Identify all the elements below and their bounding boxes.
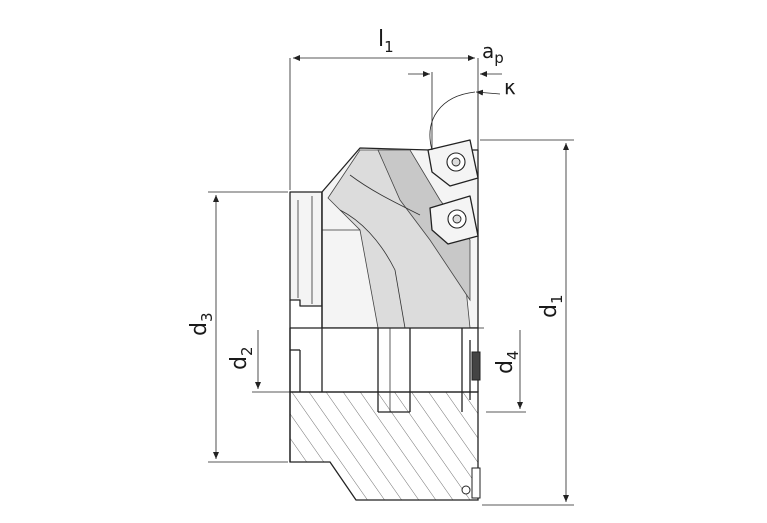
insert-upper (427, 139, 479, 187)
dimension-d1 (480, 139, 574, 506)
insert-lower (429, 195, 479, 245)
label-l1: l1 (378, 27, 394, 56)
dimension-d4 (486, 330, 526, 413)
label-kappa: κ (504, 75, 516, 99)
label-ap: ap (482, 39, 504, 67)
dimension-ap (408, 71, 502, 150)
label-d1: d1 (537, 294, 566, 318)
label-d2: d2 (227, 346, 256, 370)
label-d3: d3 (187, 312, 216, 336)
dimension-d2 (252, 330, 296, 393)
cutter-body-section (289, 300, 481, 501)
dimension-kappa (429, 89, 501, 151)
cutter-body-exterior (289, 147, 479, 329)
label-d4: d4 (493, 350, 522, 374)
dimension-d3 (208, 191, 288, 463)
